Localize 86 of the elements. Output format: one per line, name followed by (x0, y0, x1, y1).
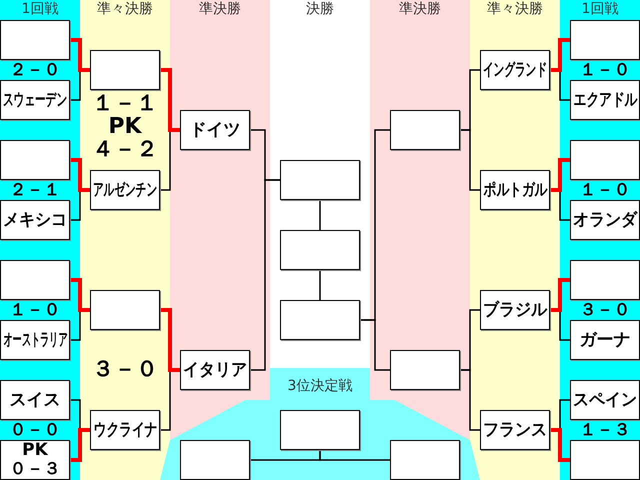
bracket-line (319, 200, 321, 230)
team-name: アルゼンチン (93, 180, 157, 200)
round-heading: 決勝 (305, 0, 335, 18)
empty-box (0, 20, 70, 60)
round-heading: 1回戦 (20, 0, 60, 18)
bracket-line (550, 428, 570, 462)
round-heading: 準決勝 (398, 0, 442, 18)
team-name: スペイン (573, 390, 637, 410)
score-text: ２－１ (8, 180, 62, 200)
empty-box (180, 440, 250, 480)
empty-box (280, 160, 360, 200)
team-box (90, 410, 160, 450)
bracket-line (70, 38, 90, 72)
team-box (180, 350, 250, 390)
team-box (0, 440, 70, 480)
bracket-line (250, 179, 280, 371)
bracket-line (550, 38, 570, 72)
score-text: ３－０ (578, 300, 632, 320)
bracket-line (160, 308, 180, 372)
score-text: １－０ (578, 60, 632, 80)
team-box (0, 200, 70, 240)
bracket-line (360, 319, 390, 371)
bracket-line (319, 450, 390, 461)
team-name: ガーナ (580, 330, 630, 350)
team-name: ブラジル (483, 300, 547, 320)
team-name: ポルトガル (483, 180, 547, 200)
empty-box (390, 110, 460, 150)
score-text: １－０ (578, 180, 632, 200)
empty-box (390, 350, 460, 390)
team-box (570, 80, 640, 120)
empty-box (0, 140, 70, 180)
empty-box (90, 50, 160, 90)
bracket-line (160, 68, 180, 132)
bracket-line (460, 369, 480, 431)
team-name: イタリア (183, 360, 247, 380)
bracket-line (550, 278, 570, 312)
team-box (480, 290, 550, 330)
team-box (180, 110, 250, 150)
team-name: スイス (10, 390, 60, 410)
empty-box (570, 140, 640, 180)
round-heading: 準決勝 (198, 0, 242, 18)
empty-box (90, 290, 160, 330)
team-box (480, 170, 550, 210)
bracket-line (319, 270, 321, 300)
team-name: メキシコ (3, 210, 67, 230)
team-box (0, 380, 70, 420)
team-name: フランス (483, 420, 547, 440)
team-box (570, 380, 640, 420)
empty-box (570, 440, 640, 480)
team-name: オーストラリア (3, 330, 67, 350)
team-box (90, 170, 160, 210)
score-text: ２－０ (8, 60, 62, 80)
round-heading: 準々決勝 (96, 0, 154, 18)
team-name: スウェーデン (3, 90, 67, 110)
round-heading: 準々決勝 (486, 0, 544, 18)
empty-box (280, 300, 360, 340)
bracket-line (70, 428, 90, 462)
team-name: エクアドル (573, 90, 637, 110)
team-name: ドイツ (190, 120, 240, 140)
score-text: ３－０ (91, 358, 159, 381)
empty-box (280, 230, 360, 270)
empty-box (0, 260, 70, 300)
score-text: １－０ (8, 300, 62, 320)
round-heading: 3位決定戦 (286, 377, 354, 395)
bracket-line (70, 278, 90, 312)
bracket-line (550, 158, 570, 192)
empty-box (390, 440, 460, 480)
empty-box (570, 20, 640, 60)
team-box (0, 80, 70, 120)
empty-box (570, 260, 640, 300)
team-box (0, 320, 70, 360)
bracket-line (70, 158, 90, 192)
empty-box (280, 410, 360, 450)
bracket-line (460, 129, 480, 191)
score-text: １－１ PK ４－２ (91, 92, 159, 161)
team-name: ウクライナ (93, 420, 157, 440)
team-name: イングランド (483, 60, 547, 80)
score-text: ０－０ (8, 420, 62, 440)
team-box (570, 320, 640, 360)
team-name: PK ０－３ (10, 441, 60, 479)
team-box (570, 200, 640, 240)
round-heading: 1回戦 (580, 0, 620, 18)
team-box (480, 50, 550, 90)
team-box (480, 410, 550, 450)
score-text: １－３ (578, 420, 632, 440)
team-name: オランダ (573, 210, 637, 230)
